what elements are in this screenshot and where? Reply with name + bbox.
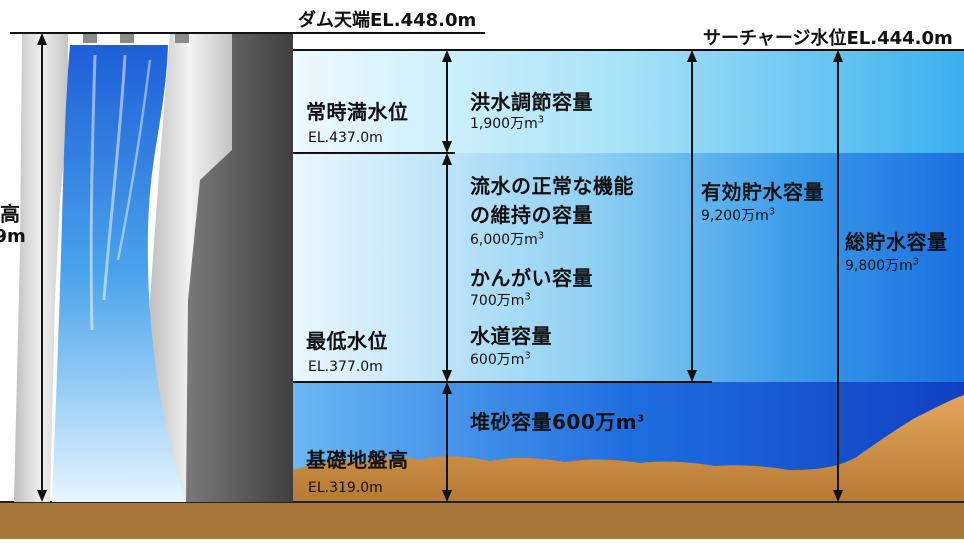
total-capacity-value: 9,800万m3: [845, 256, 920, 274]
flow-capacity-line2: の維持の容量: [470, 203, 593, 227]
effective-capacity-arrow: [687, 50, 697, 382]
total-capacity-arrow: [833, 50, 843, 502]
dam-height-value: 29m: [0, 226, 26, 247]
flood-capacity-name: 洪水調節容量: [470, 90, 593, 114]
crest-level-label: ダム天端EL.448.0m: [298, 10, 477, 31]
sediment-capacity-label: 堆砂容量600万m3: [470, 410, 645, 434]
water-supply-capacity-value: 600万m3: [470, 350, 531, 368]
surcharge-level-label: サーチャージ水位EL.444.0m: [703, 28, 953, 49]
flood-capacity-arrow: [442, 50, 452, 153]
dam-height-label: 高: [0, 202, 21, 226]
low-level-name: 最低水位: [306, 329, 388, 353]
effective-capacity-name: 有効貯水容量: [701, 180, 824, 204]
irrigation-capacity-name: かんがい容量: [470, 266, 593, 290]
total-capacity-name: 総貯水容量: [845, 230, 948, 254]
dam-crest-block-3: [175, 33, 189, 43]
flood-capacity-value: 1,900万m3: [470, 114, 545, 132]
foundation-level-elevation: EL.319.0m: [308, 480, 383, 496]
irrigation-capacity-value: 700万m3: [470, 291, 531, 309]
spillway-streak-2: [102, 54, 127, 301]
flow-capacity-arrow: [442, 153, 452, 382]
sediment-capacity-arrow: [442, 382, 452, 502]
water-supply-capacity-name: 水道容量: [470, 324, 552, 348]
spillway-streak-1: [89, 54, 97, 331]
flood-control-zone: [293, 50, 964, 153]
low-level-elevation: EL.377.0m: [308, 359, 383, 375]
foundation-level-name: 基礎地盤高: [306, 448, 409, 472]
normal-level-name: 常時満水位: [306, 100, 409, 124]
dam-crest-block-1: [83, 33, 97, 43]
spillway-water: [52, 45, 186, 502]
dam-center-pier: [148, 33, 232, 502]
dam-height-arrow: [37, 33, 47, 502]
ground: [0, 502, 964, 539]
effective-storage-zone: [293, 153, 964, 382]
flow-capacity-value: 6,000万m3: [470, 230, 545, 248]
effective-capacity-value: 9,200万m3: [701, 206, 776, 224]
normal-level-elevation: EL.437.0m: [308, 130, 383, 146]
spillway-streak-3: [116, 59, 152, 261]
flow-capacity-line1: 流水の正常な機能: [470, 174, 634, 198]
sediment-deposit: [293, 395, 964, 502]
dam-crest-block-2: [120, 33, 134, 43]
